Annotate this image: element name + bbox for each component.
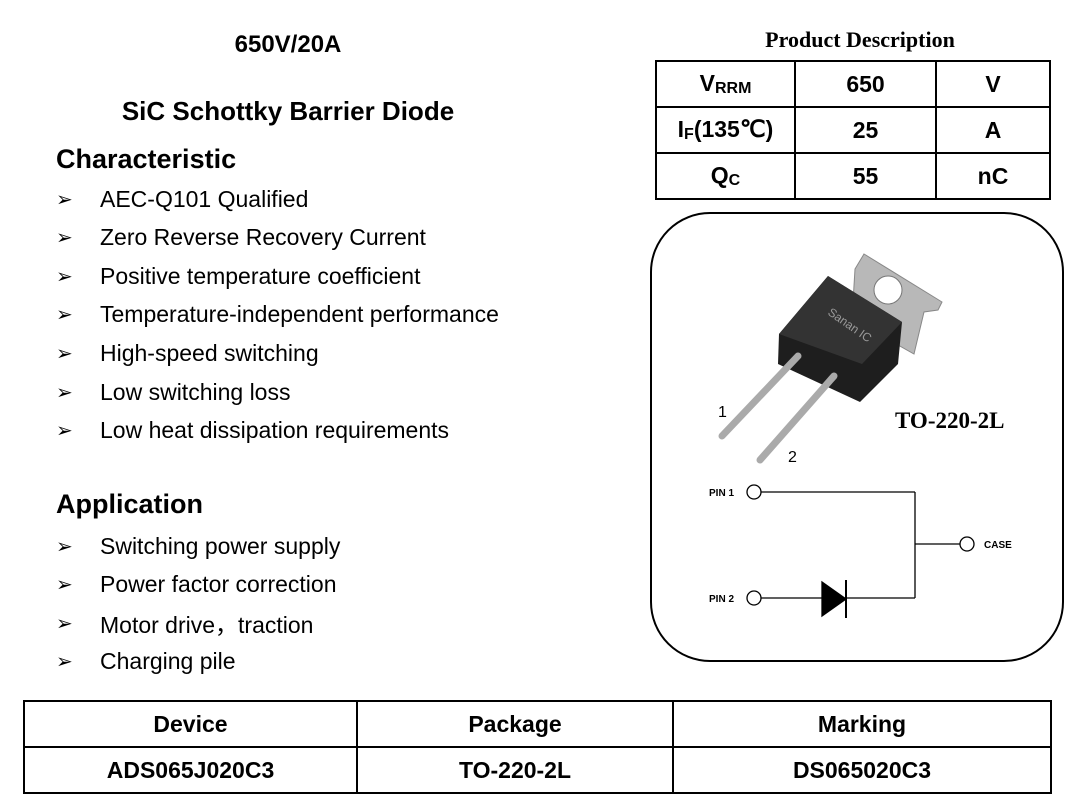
parameter-value: 650: [794, 60, 937, 108]
parameter-value: 55: [794, 152, 937, 200]
list-item: ➢ Motor drive，traction: [56, 608, 313, 638]
list-item-text: Temperature-independent performance: [100, 301, 499, 328]
list-item-text: Motor drive，traction: [100, 612, 314, 639]
marking-value: DS065020C3: [672, 746, 1052, 794]
list-item-text: AEC-Q101 Qualified: [100, 185, 309, 212]
list-item: ➢ Switching power supply: [56, 531, 340, 561]
arrow-bullet-icon: ➢: [56, 188, 73, 211]
list-item: ➢ High-speed switching: [56, 338, 319, 368]
arrow-bullet-icon: ➢: [56, 420, 73, 443]
parameter-unit: nC: [935, 152, 1051, 200]
list-item: ➢ Positive temperature coefficient: [56, 261, 420, 291]
case-label: CASE: [984, 540, 1012, 551]
pin2-terminal-icon: [746, 590, 762, 606]
rating-title: 650V/20A: [234, 31, 342, 58]
pin1-label: PIN 1: [709, 488, 734, 499]
parameter-value: 25: [794, 106, 937, 154]
case-terminal-icon: [959, 536, 975, 552]
list-item: ➢ Power factor correction: [56, 570, 336, 600]
header-device: Device: [23, 700, 358, 748]
device-table: Device Package Marking ADS065J020C3 TO-2…: [23, 700, 1052, 794]
symbol-subscript: C: [728, 172, 741, 189]
symbol-subscript: RRM: [714, 80, 752, 97]
arrow-bullet-icon: ➢: [56, 342, 73, 365]
arrow-bullet-icon: ➢: [56, 381, 73, 404]
list-item-text: Zero Reverse Recovery Current: [100, 224, 426, 251]
arrow-bullet-icon: ➢: [56, 535, 73, 558]
symbol-condition: (135℃): [693, 116, 774, 142]
device-table-header: Device Package Marking: [23, 700, 1052, 748]
header-marking: Marking: [672, 700, 1052, 748]
list-item: ➢ Zero Reverse Recovery Current: [56, 223, 426, 253]
characteristic-heading: Characteristic: [56, 144, 237, 174]
pin1-number: 1: [718, 404, 727, 421]
package-value: TO-220-2L: [356, 746, 674, 794]
circuit-schematic: [746, 484, 975, 618]
arrow-bullet-icon: ➢: [56, 265, 73, 288]
parameter-unit: V: [935, 60, 1051, 108]
diode-symbol-icon: [821, 580, 848, 618]
list-item: ➢ Low heat dissipation requirements: [56, 416, 449, 446]
application-heading: Application: [56, 489, 203, 519]
list-item: ➢ AEC-Q101 Qualified: [56, 184, 308, 214]
package-name-label: TO-220-2L: [895, 408, 1004, 433]
pin2-label: PIN 2: [709, 594, 734, 605]
list-item-text: High-speed switching: [100, 339, 319, 366]
symbol: Q: [710, 162, 729, 188]
arrow-bullet-icon: ➢: [56, 651, 73, 674]
parameter-symbol: QC: [655, 152, 796, 200]
package-box: Sanan IC 1 2 TO-220-2L PIN 1 PIN 2 CASE: [650, 212, 1064, 662]
list-item-text: Power factor correction: [100, 571, 337, 598]
list-item-text: Low heat dissipation requirements: [100, 417, 450, 444]
pin2-number: 2: [788, 449, 797, 466]
package-diagram: Sanan IC 1 2 TO-220-2L PIN 1 PIN 2 CASE: [709, 253, 1012, 618]
pin1-terminal-icon: [746, 484, 762, 500]
arrow-bullet-icon: ➢: [56, 574, 73, 597]
symbol-subscript: F: [684, 126, 694, 143]
parameter-symbol: IF(135℃): [655, 106, 796, 154]
list-item-text: Charging pile: [100, 648, 236, 675]
list-item: ➢ Temperature-independent performance: [56, 300, 499, 330]
arrow-bullet-icon: ➢: [56, 612, 73, 635]
list-item-text: Positive temperature coefficient: [100, 262, 421, 289]
arrow-bullet-icon: ➢: [56, 304, 73, 327]
header-package: Package: [356, 700, 674, 748]
parameter-symbol: VRRM: [655, 60, 796, 108]
list-item-text: Switching power supply: [100, 532, 341, 559]
product-description-title: Product Description: [765, 27, 955, 52]
symbol: V: [699, 70, 715, 96]
to220-package-icon: Sanan IC: [718, 253, 943, 464]
symbol: I: [677, 116, 685, 142]
list-item-text: Low switching loss: [100, 378, 291, 405]
arrow-bullet-icon: ➢: [56, 227, 73, 250]
list-item: ➢ Charging pile: [56, 647, 236, 677]
device-value: ADS065J020C3: [23, 746, 358, 794]
list-item: ➢ Low switching loss: [56, 377, 290, 407]
table-row: ADS065J020C3 TO-220-2L DS065020C3: [23, 746, 1052, 794]
parameter-unit: A: [935, 106, 1051, 154]
device-type-title: SiC Schottky Barrier Diode: [121, 96, 455, 126]
